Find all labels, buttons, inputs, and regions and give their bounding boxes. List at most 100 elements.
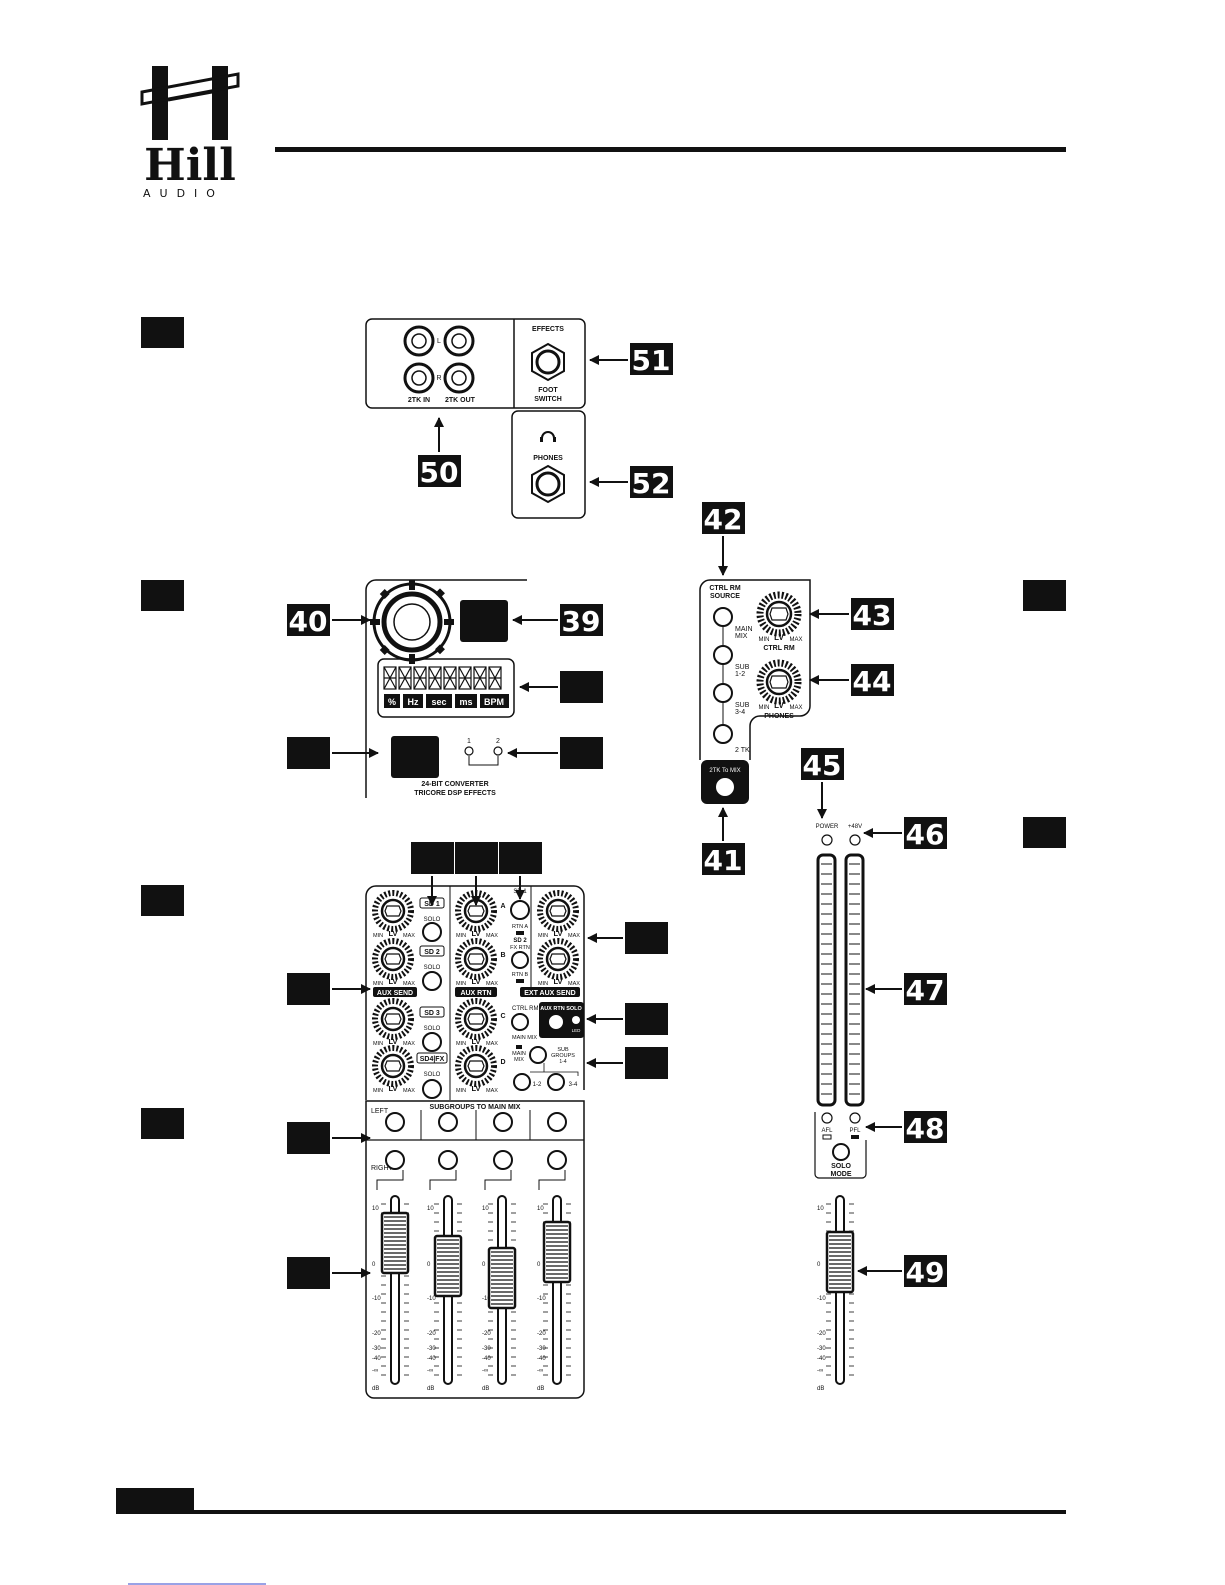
fader-scale-label: 10 — [372, 1206, 379, 1212]
subgroup-1-fader-cap[interactable] — [380, 1211, 410, 1275]
control-room-panel: CTRL RM SOURCE MAIN MIX SUB 1-2 SUB 3-4 … — [699, 579, 811, 804]
rtn-main-mix-button — [529, 1046, 547, 1064]
knob-max-label: MAX — [403, 1088, 415, 1094]
fx-tap-button — [460, 600, 508, 642]
knob-lv-label: LV — [471, 977, 480, 986]
subgroup-3-left-button[interactable] — [493, 1112, 513, 1132]
fader-scale-label: -∞ — [372, 1368, 378, 1374]
callout-42: 42 — [702, 502, 745, 576]
svg-text:52: 52 — [632, 467, 671, 500]
main-mix-fader[interactable]: 100-10-20-30-40-∞dB — [817, 1195, 855, 1392]
subgroup-3-fader-cap[interactable] — [487, 1246, 517, 1310]
svg-text:3-4: 3-4 — [569, 1082, 578, 1088]
svg-text:MIN: MIN — [759, 705, 770, 711]
svg-text:PHONES: PHONES — [764, 713, 794, 720]
svg-text:MAX: MAX — [789, 637, 802, 643]
knob-min-label: MIN — [456, 981, 466, 987]
callout-aux-send — [287, 973, 371, 1005]
fx-led-1 — [464, 746, 474, 756]
svg-text:A: A — [500, 903, 505, 910]
subgroup-4-fader-cap[interactable] — [542, 1220, 572, 1284]
knob-max-label: MAX — [568, 981, 580, 987]
fader-scale-label: 0 — [372, 1262, 376, 1268]
callout-44: 44 — [809, 664, 894, 698]
callout-41: 41 — [702, 807, 745, 877]
svg-text:39: 39 — [562, 605, 601, 638]
subgroup-3-right-button[interactable] — [493, 1150, 513, 1170]
svg-text:EXT AUX SEND: EXT AUX SEND — [524, 990, 575, 997]
svg-text:3-4: 3-4 — [735, 709, 745, 716]
knob-max-label: MAX — [403, 1041, 415, 1047]
svg-text:MIX: MIX — [735, 633, 748, 640]
knob-lv-label: LV — [553, 929, 562, 938]
knob-min-label: MIN — [456, 1088, 466, 1094]
subgroup-4-fader[interactable]: 100-10-20-30-40-∞dB — [537, 1195, 572, 1392]
fader-scale-label: -30 — [817, 1346, 826, 1352]
svg-text:POWER: POWER — [816, 824, 839, 830]
svg-text:MIX: MIX — [514, 1057, 524, 1063]
callout-46: 46 — [863, 817, 947, 851]
svg-text:TRICORE DSP EFFECTS: TRICORE DSP EFFECTS — [414, 790, 496, 797]
svg-text:BPM: BPM — [484, 697, 504, 707]
svg-text:LEFT: LEFT — [371, 1108, 389, 1115]
knob-lv-label: LV — [471, 929, 480, 938]
subgroup-1-right-button[interactable] — [385, 1150, 405, 1170]
svg-text:40: 40 — [289, 605, 328, 638]
subgroup-2-fader-cap[interactable] — [433, 1234, 463, 1298]
subgroup-4-left-button[interactable] — [547, 1112, 567, 1132]
svg-text:RTN B: RTN B — [512, 972, 529, 978]
svg-text:R: R — [436, 375, 441, 382]
svg-text:GROUPS: GROUPS — [551, 1053, 575, 1059]
sd3-solo-button — [422, 1032, 442, 1052]
afl-led — [821, 1112, 833, 1124]
svg-text:SOLO: SOLO — [424, 1072, 441, 1078]
knob-lv-label: LV — [471, 1037, 480, 1046]
subgroup-3-fader[interactable]: 100-10-20-30-40-∞dB — [482, 1195, 517, 1392]
source-sub34-button — [713, 683, 733, 703]
svg-text:MAX: MAX — [789, 705, 802, 711]
main-mix-fader-cap[interactable] — [825, 1230, 855, 1294]
2tk-in-left-jack — [403, 325, 435, 357]
fader-scale-label: 10 — [427, 1206, 434, 1212]
svg-text:SOLO: SOLO — [424, 1026, 441, 1032]
knob-max-label: MAX — [486, 933, 498, 939]
subgroup-2-right-button[interactable] — [438, 1150, 458, 1170]
callout-39: 39 — [512, 604, 603, 638]
svg-text:ms: ms — [459, 697, 472, 707]
side-marker — [1023, 817, 1066, 848]
svg-text:43: 43 — [853, 599, 892, 632]
ctrl-rm-knob — [756, 591, 802, 637]
aux-rtn-solo-led — [572, 1016, 580, 1024]
svg-text:42: 42 — [704, 503, 743, 536]
svg-text:SD 2: SD 2 — [513, 938, 527, 944]
subgroup-1-left-button[interactable] — [385, 1112, 405, 1132]
subgroup-4-right-button[interactable] — [547, 1150, 567, 1170]
meter-right — [844, 853, 865, 1107]
svg-text:AUX RTN SOLO: AUX RTN SOLO — [540, 1006, 582, 1012]
side-marker — [141, 885, 184, 916]
fader-scale-label: 10 — [482, 1206, 489, 1212]
subgroup-1-fader[interactable]: 100-10-20-30-40-∞dB — [372, 1195, 410, 1392]
fader-scale-label: -20 — [537, 1331, 546, 1337]
svg-text:1-2: 1-2 — [533, 1082, 542, 1088]
svg-text:%: % — [388, 697, 396, 707]
svg-text:CTRL RM: CTRL RM — [709, 585, 741, 592]
svg-text:LV: LV — [774, 633, 784, 642]
subgroup-2-left-button[interactable] — [438, 1112, 458, 1132]
subgroup-2-fader[interactable]: 100-10-20-30-40-∞dB — [427, 1195, 463, 1392]
2tk-out-left-jack — [443, 325, 475, 357]
meter-left — [816, 853, 837, 1107]
fader-scale-label: -10 — [372, 1296, 381, 1302]
fader-scale-label: 0 — [482, 1262, 486, 1268]
